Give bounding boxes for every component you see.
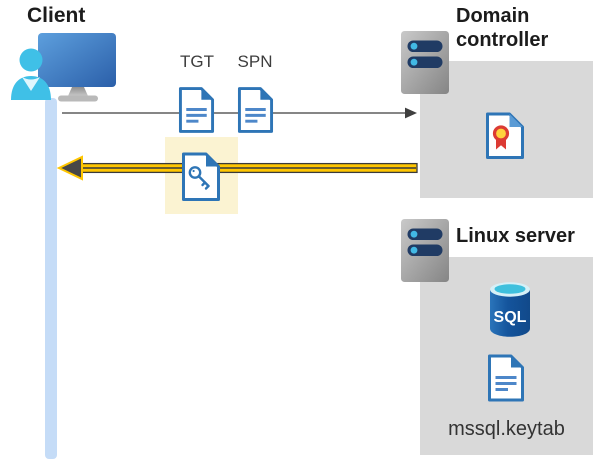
keytab-document-icon (488, 354, 524, 402)
monitor-screen (38, 33, 116, 87)
keytab-file-label: mssql.keytab (448, 418, 565, 440)
spn-document-icon (237, 87, 274, 133)
client-lifeline (45, 98, 57, 459)
key-icon (188, 166, 210, 190)
request-arrow (62, 107, 417, 119)
ticket-return-arrow (56, 155, 418, 181)
sql-database-icon: SQL (490, 282, 530, 337)
tgt-document-icon (178, 87, 215, 133)
sql-text: SQL (494, 309, 527, 326)
client-label: Client (27, 4, 86, 27)
linux-server-icon (401, 219, 449, 282)
spn-label: SPN (237, 52, 273, 71)
linux-server-label: Linux server (456, 225, 575, 247)
person-icon (11, 48, 51, 100)
tgt-label: TGT (180, 52, 214, 71)
seal (492, 125, 510, 142)
monitor-stand (68, 87, 88, 96)
client-computer-icon (11, 33, 116, 102)
key-ticket-icon (182, 152, 220, 201)
certificate-icon (486, 112, 524, 159)
monitor-base (58, 95, 98, 102)
domain-controller-label: Domain controller (456, 5, 549, 51)
domain-controller-server-icon (401, 31, 449, 94)
